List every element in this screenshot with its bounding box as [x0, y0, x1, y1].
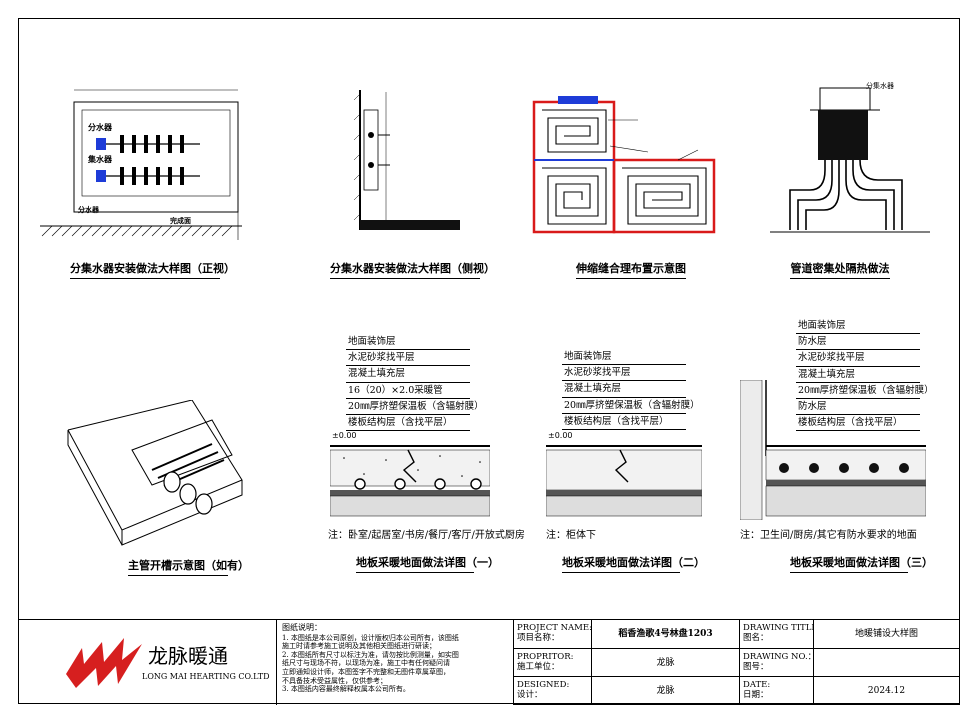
- drawing-title-label: DRAWING TITLE: 图名：: [740, 620, 814, 649]
- caption-detail-1: 地板采暖地面做法详图（一）: [356, 554, 499, 573]
- layer-3-2: 水泥砂浆找平层: [796, 350, 920, 367]
- caption-dense-pipe: 管道密集处隔热做法: [790, 260, 890, 279]
- date-value: 2024.12: [814, 677, 960, 705]
- caption-detail-3: 地板采暖地面做法详图（三）: [790, 554, 933, 573]
- notes-line: 3. 本图纸内容最终解释权属本公司所有。: [282, 685, 410, 694]
- label-fenshuiqi-2: 分水器: [78, 205, 100, 214]
- logo-english: LONG MAI HEARTING CO.LTD: [142, 672, 270, 681]
- project-name-value: 稻香渔歌4号林盘1203: [592, 620, 740, 649]
- section-detail-1: ±0.00: [330, 431, 490, 517]
- layer-3-6: 楼板结构层（含找平层）: [796, 415, 920, 432]
- designed-value: 龙脉: [592, 677, 740, 705]
- drawing-no-label: DRAWING NO.： 图号：: [740, 649, 814, 677]
- layer-1-5: 楼板结构层（含找平层）: [346, 415, 470, 432]
- project-name-label: PROJECT NAME: 项目名称：: [514, 620, 592, 649]
- manifold-side-view: [353, 90, 460, 230]
- note-detail-3: 注：卫生间/厨房/其它有防水要求的地面: [740, 530, 917, 541]
- company-logo-mark: [66, 638, 142, 688]
- caption-manifold-front: 分集水器安装做法大样图（正视）: [70, 260, 235, 279]
- proprietor-value: 龙脉: [592, 649, 740, 677]
- manifold-front-view: 分水器 集水器 分水器 完成面: [40, 89, 242, 240]
- layer-1-3: 16（20）×2.0采暖管: [346, 383, 470, 399]
- note-detail-2: 注：柜体下: [546, 530, 596, 541]
- level-mark-1: ±0.00: [332, 431, 357, 440]
- note-detail-1: 注：卧室/起居室/书房/餐厅/客厅/开放式厨房: [328, 530, 525, 541]
- notes-line: 立即通知设计师，本图签字不完整和无图件章属草图，: [282, 667, 450, 676]
- layer-2-3: 20㎜厚挤塑保温板（含辐射膜）: [562, 398, 700, 414]
- caption-detail-2: 地板采暖地面做法详图（二）: [562, 554, 705, 573]
- section-detail-2: ±0.00: [546, 431, 702, 517]
- label-fenshuiqi: 分水器: [88, 122, 113, 132]
- layer-3-4: 20㎜厚挤塑保温板（含辐射膜）: [796, 383, 934, 400]
- caption-expansion-joint: 伸缩缝合理布置示意图: [576, 260, 686, 279]
- notes-line: 1. 本图纸是本公司原创，设计版权归本公司所有，该图纸: [282, 633, 459, 642]
- layer-3-1: 防水层: [796, 334, 920, 351]
- notes-title: 图纸说明：: [282, 623, 322, 632]
- logo-chinese: 龙脉暖通: [148, 644, 228, 668]
- notes-line: 纸尺寸与现场不符，以现场为准，施工中有任何疑问请: [282, 659, 450, 668]
- layer-2-1: 水泥砂浆找平层: [562, 365, 686, 382]
- level-mark-2: ±0.00: [548, 431, 573, 440]
- layer-3-3: 混凝土填充层: [796, 367, 920, 383]
- layer-1-4: 20㎜厚挤塑保温板（含辐射膜）: [346, 399, 484, 416]
- layer-2-2: 混凝土填充层: [562, 381, 686, 398]
- section-detail-3: [740, 380, 926, 520]
- layer-3-5: 防水层: [796, 399, 920, 416]
- layer-3-0: 地面装饰层: [796, 318, 920, 335]
- notes-line: 2. 本图纸所有尺寸以标注为准，请勿按比例测量，如实图: [282, 650, 459, 659]
- caption-trench: 主管开槽示意图（如有）: [128, 557, 249, 576]
- label-fenjishuiqi: 分集水器: [866, 81, 894, 90]
- main-pipe-trench: [67, 400, 243, 546]
- label-wanchengmian: 完成面: [170, 216, 191, 225]
- layer-1-0: 地面装饰层: [346, 334, 470, 351]
- layers-detail-2: 地面装饰层 水泥砂浆找平层 混凝土填充层 20㎜厚挤塑保温板（含辐射膜） 楼板结…: [562, 349, 700, 431]
- expansion-joint-diagram: [532, 96, 716, 234]
- notes-line: 不具备技术受益属性，仅供参考；: [282, 676, 387, 685]
- layer-2-0: 地面装饰层: [562, 349, 686, 366]
- date-label: DATE: 日期：: [740, 677, 814, 705]
- label-jishuiqi: 集水器: [87, 154, 113, 164]
- designed-label: DESIGNED: 设计：: [514, 677, 592, 705]
- layer-2-4: 楼板结构层（含找平层）: [562, 414, 686, 431]
- dense-pipe-insulation: 分集水器: [770, 81, 930, 233]
- layers-detail-3: 地面装饰层 防水层 水泥砂浆找平层 混凝土填充层 20㎜厚挤塑保温板（含辐射膜）…: [796, 318, 934, 432]
- drawing-notes: 图纸说明： 1. 本图纸是本公司原创，设计版权归本公司所有，该图纸 施工时请参考…: [276, 620, 514, 705]
- drawing-no-value: [814, 649, 960, 677]
- caption-manifold-side: 分集水器安装做法大样图（侧视）: [330, 260, 495, 279]
- title-block: 龙脉暖通 LONG MAI HEARTING CO.LTD 图纸说明： 1. 本…: [18, 619, 960, 705]
- layer-1-1: 水泥砂浆找平层: [346, 350, 470, 367]
- notes-line: 施工时请参考施工说明及其他相关图纸进行研读；: [282, 642, 436, 651]
- proprietor-label: PROPRITOR: 施工单位：: [514, 649, 592, 677]
- layers-detail-1: 地面装饰层 水泥砂浆找平层 混凝土填充层 16（20）×2.0采暖管 20㎜厚挤…: [346, 334, 484, 432]
- layer-1-2: 混凝土填充层: [346, 366, 470, 383]
- drawing-title-value: 地暖铺设大样图: [814, 620, 960, 649]
